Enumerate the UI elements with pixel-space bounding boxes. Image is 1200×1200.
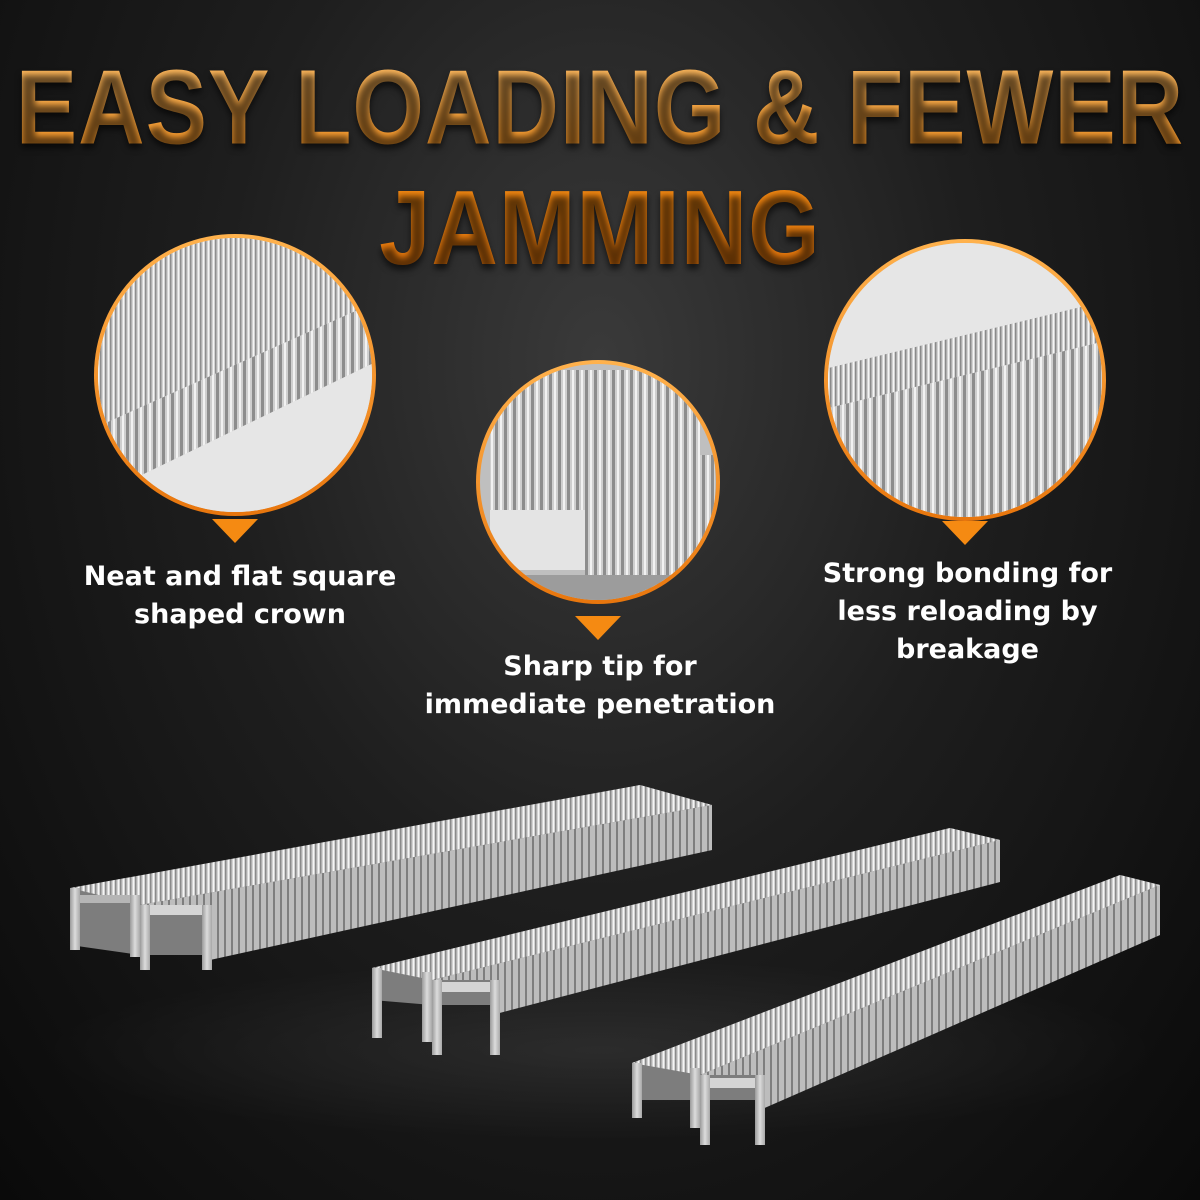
feature-caption-crown: Neat and flat square shaped crown: [83, 561, 397, 630]
pointer-triangle-1: [212, 519, 258, 543]
staple-strip-2: [372, 828, 1000, 1055]
feature-caption-bonding: Strong bonding for less reloading by bre…: [822, 558, 1113, 665]
pointer-triangle-3: [942, 521, 988, 545]
staple-strip-1: [70, 785, 712, 970]
tip-closeup-circle: [476, 360, 720, 640]
headline: EASY LOADING & FEWER JAMMING: [0, 48, 1200, 290]
pointer-triangle-2: [575, 616, 621, 640]
crown-closeup-circle: [94, 234, 376, 543]
feature-caption-tip: Sharp tip for immediate penetration: [424, 651, 776, 720]
bonding-closeup-circle: [824, 239, 1106, 545]
staple-strip-3: [632, 875, 1160, 1145]
